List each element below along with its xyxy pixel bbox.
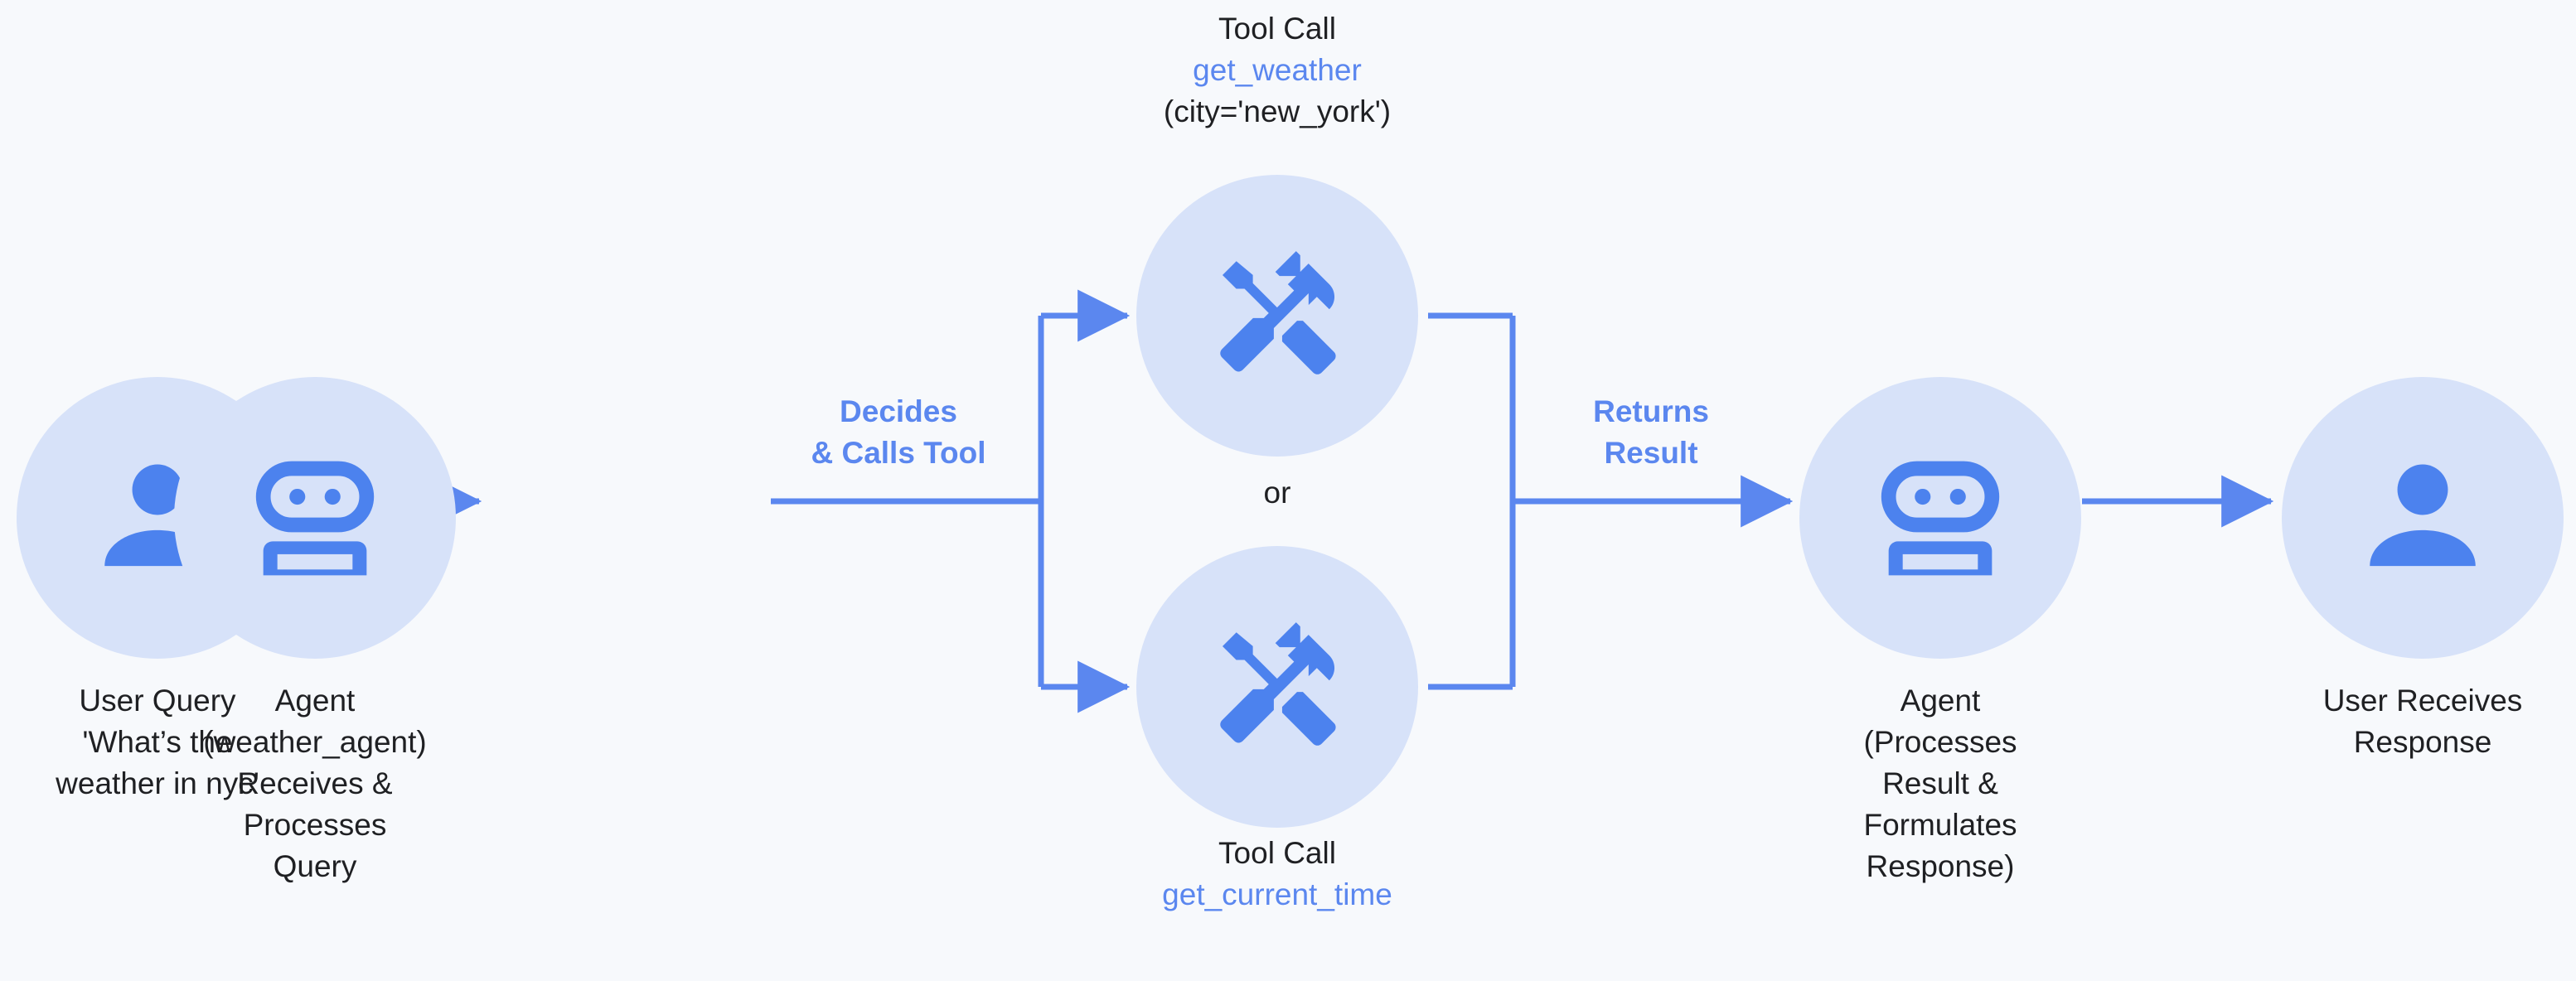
tool-time-function: get_current_time bbox=[1162, 877, 1392, 911]
tool-weather-circle bbox=[1136, 175, 1418, 457]
node-user-receives[interactable]: User Receives Response bbox=[2282, 377, 2564, 763]
agent-receives-caption: Agent (weather_agent) Receives & Process… bbox=[203, 684, 427, 883]
tool-time-caption: Tool Call get_current_time bbox=[987, 833, 1567, 916]
tool-time-title: Tool Call bbox=[1218, 836, 1336, 870]
agent-processes-avatar-circle bbox=[1799, 377, 2081, 659]
or-label: or bbox=[1263, 476, 1291, 510]
user-query-caption: User Query 'What’s the weather in nyc' bbox=[56, 684, 259, 800]
robot-icon bbox=[255, 461, 375, 576]
tool-time-circle bbox=[1136, 546, 1418, 828]
tool-weather-function: get_weather bbox=[1193, 53, 1362, 87]
edge-label-decides-calls-tool: Decides & Calls Tool bbox=[811, 394, 986, 470]
tool-weather-args: (city='new_york') bbox=[1163, 94, 1392, 128]
edge-label-returns-result: Returns Result bbox=[1593, 394, 1709, 470]
node-agent-receives[interactable]: Agent (weather_agent) Receives & Process… bbox=[157, 377, 472, 887]
agent-processes-caption: Agent (Processes Result & Formulates Res… bbox=[1863, 684, 2017, 883]
robot-icon bbox=[1881, 461, 2000, 576]
node-tool-weather[interactable] bbox=[1136, 175, 1418, 457]
user-receives-caption: User Receives Response bbox=[2322, 684, 2523, 759]
tool-weather-caption: Tool Call get_weather (city='new_york') bbox=[987, 8, 1567, 133]
tool-weather-title: Tool Call bbox=[1218, 12, 1336, 46]
tools-icon bbox=[1220, 251, 1336, 375]
person-icon bbox=[2370, 464, 2476, 567]
node-agent-processes[interactable]: Agent (Processes Result & Formulates Res… bbox=[1799, 377, 2081, 887]
user-receives-avatar-circle bbox=[2282, 377, 2564, 659]
agent-receives-avatar-circle bbox=[174, 377, 456, 659]
tools-icon bbox=[1220, 622, 1336, 746]
node-tool-time[interactable] bbox=[1136, 546, 1418, 828]
